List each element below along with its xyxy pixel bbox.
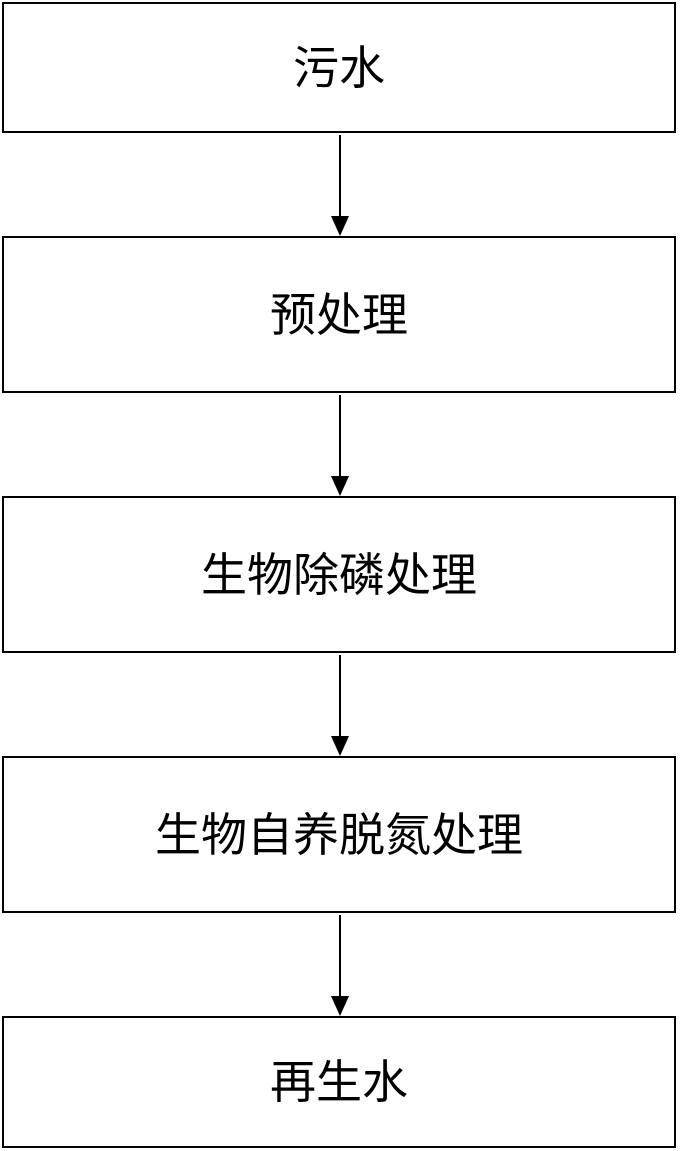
step-box-biological-phosphorus-removal: 生物除磷处理 [2, 496, 676, 653]
step-box-sewage: 污水 [2, 2, 676, 133]
step-label-pretreatment: 预处理 [270, 287, 408, 342]
arrow-4 [331, 915, 349, 1016]
step-label-reclaimed-water: 再生水 [270, 1055, 408, 1109]
step-box-autotrophic-denitrification: 生物自养脱氮处理 [2, 756, 676, 913]
arrow-2 [331, 395, 349, 496]
arrow-1 [331, 135, 349, 236]
step-label-biological-phosphorus-removal: 生物除磷处理 [201, 547, 477, 602]
step-box-pretreatment: 预处理 [2, 236, 676, 393]
step-label-sewage: 污水 [293, 40, 385, 95]
arrow-3 [331, 655, 349, 756]
step-box-reclaimed-water: 再生水 [2, 1016, 676, 1148]
step-label-autotrophic-denitrification: 生物自养脱氮处理 [155, 807, 523, 862]
